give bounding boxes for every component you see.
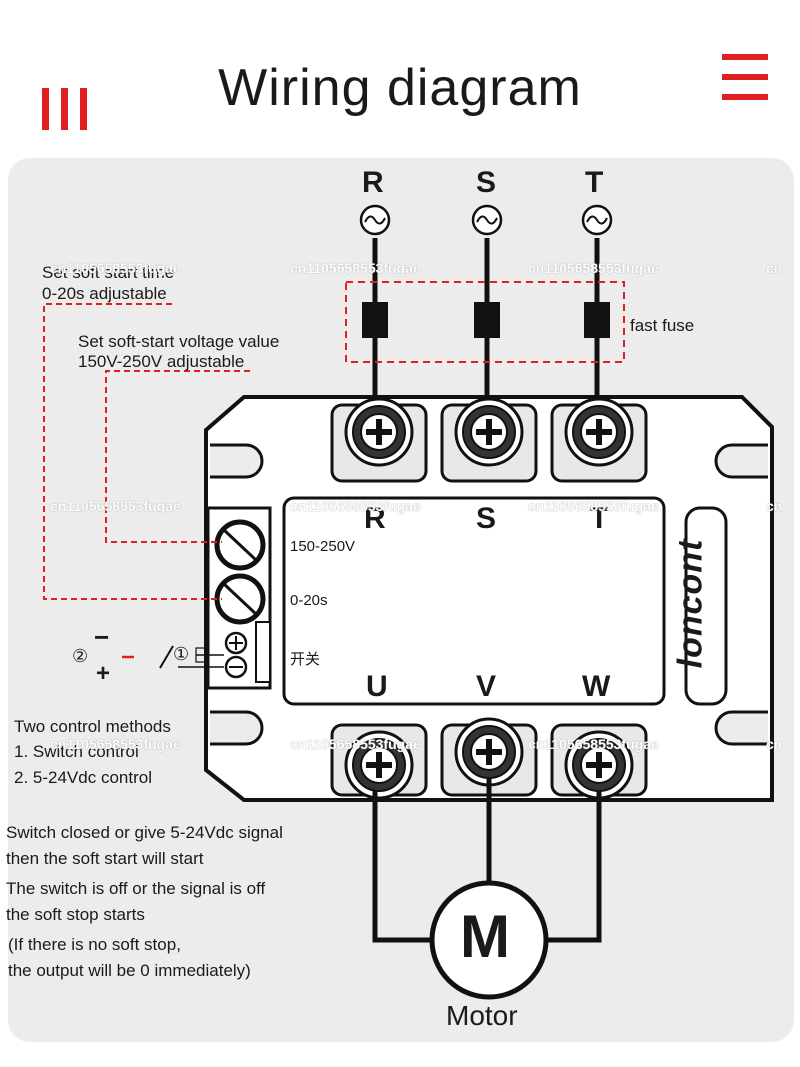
mount-slot-bottom-left <box>210 710 264 746</box>
fuse-label: fast fuse <box>630 316 695 335</box>
leader-voltage <box>105 370 250 543</box>
mount-slot-top-left <box>210 443 264 479</box>
note-line-2: then the soft start will start <box>6 849 204 868</box>
time-knob-label: 0-20s <box>290 592 328 609</box>
control-marker-2: ② <box>72 646 89 666</box>
motor-symbol-letter: M <box>460 903 510 970</box>
watermark: cn <box>766 498 783 514</box>
note-line-1: Switch closed or give 5-24Vdc signal <box>6 823 283 842</box>
watermark: cn1105658553fugae <box>50 736 181 752</box>
soft-start-time-line1: Set soft start time <box>42 263 175 282</box>
watermark: cn1105658553fugae <box>290 498 421 514</box>
watermark: cn1105658553fugae <box>50 260 181 276</box>
output-label-u: U <box>366 670 388 703</box>
switch-label: 开关 <box>290 651 321 668</box>
device-label-r: R <box>364 502 386 535</box>
wire-w <box>546 790 602 943</box>
output-label-w: W <box>582 670 611 703</box>
mount-slot-top-right <box>714 443 768 479</box>
leader-time <box>43 303 222 600</box>
watermark: cn1105658553fugae <box>528 260 659 276</box>
note-line-3: The switch is off or the signal is off <box>6 879 266 898</box>
watermark: cn1105658553fugae <box>50 498 181 514</box>
voltage-knob-label: 150-250V <box>290 538 356 555</box>
watermark: cn <box>766 260 783 276</box>
motor-label: Motor <box>446 1000 518 1031</box>
red-bars-decoration <box>42 88 88 130</box>
device-label-t: T <box>590 502 609 535</box>
watermark: cn <box>766 736 783 752</box>
control-marker-1: ① <box>173 644 190 664</box>
control-methods-title: Two control methods <box>14 717 171 736</box>
phase-label-s: S <box>476 166 497 199</box>
note-line-4: the soft stop starts <box>6 905 145 924</box>
phase-label-t: T <box>585 166 604 199</box>
soft-start-voltage-line1: Set soft-start voltage value <box>78 332 280 351</box>
fuse-s <box>474 302 500 338</box>
menu-icon[interactable] <box>722 54 768 100</box>
note-line-6: the output will be 0 immediately) <box>8 961 251 980</box>
control-plus: + <box>96 660 111 687</box>
page-title: Wiring diagram <box>218 59 582 117</box>
watermark: cn1105658553fugae <box>528 498 659 514</box>
header: Wiring diagram <box>0 0 800 160</box>
note-line-5: (If there is no soft stop, <box>8 935 181 954</box>
brand-logo: loncont <box>671 538 710 669</box>
device-label-s: S <box>476 502 497 535</box>
watermark: cn1105658553fugae <box>290 736 421 752</box>
fuse-t <box>584 302 610 338</box>
fuse-r <box>362 302 388 338</box>
wire-u <box>372 790 432 943</box>
motor-symbol <box>429 880 549 1000</box>
output-label-v: V <box>476 670 497 703</box>
control-method-1: 1. Switch control <box>14 742 139 761</box>
soft-start-time-line2: 0-20s adjustable <box>42 284 167 303</box>
control-minus: − <box>94 622 110 652</box>
mount-slot-bottom-right <box>714 710 768 746</box>
brand-panel <box>684 506 728 706</box>
control-method-2: 2. 5-24Vdc control <box>14 768 152 787</box>
watermark: cn1105658553fugae <box>528 736 659 752</box>
soft-start-voltage-line2: 150V-250V adjustable <box>78 352 245 371</box>
phase-label-r: R <box>362 166 384 199</box>
watermark: cn1105658553fugae <box>290 260 421 276</box>
fuse-box <box>345 281 625 363</box>
label-window <box>282 496 666 706</box>
